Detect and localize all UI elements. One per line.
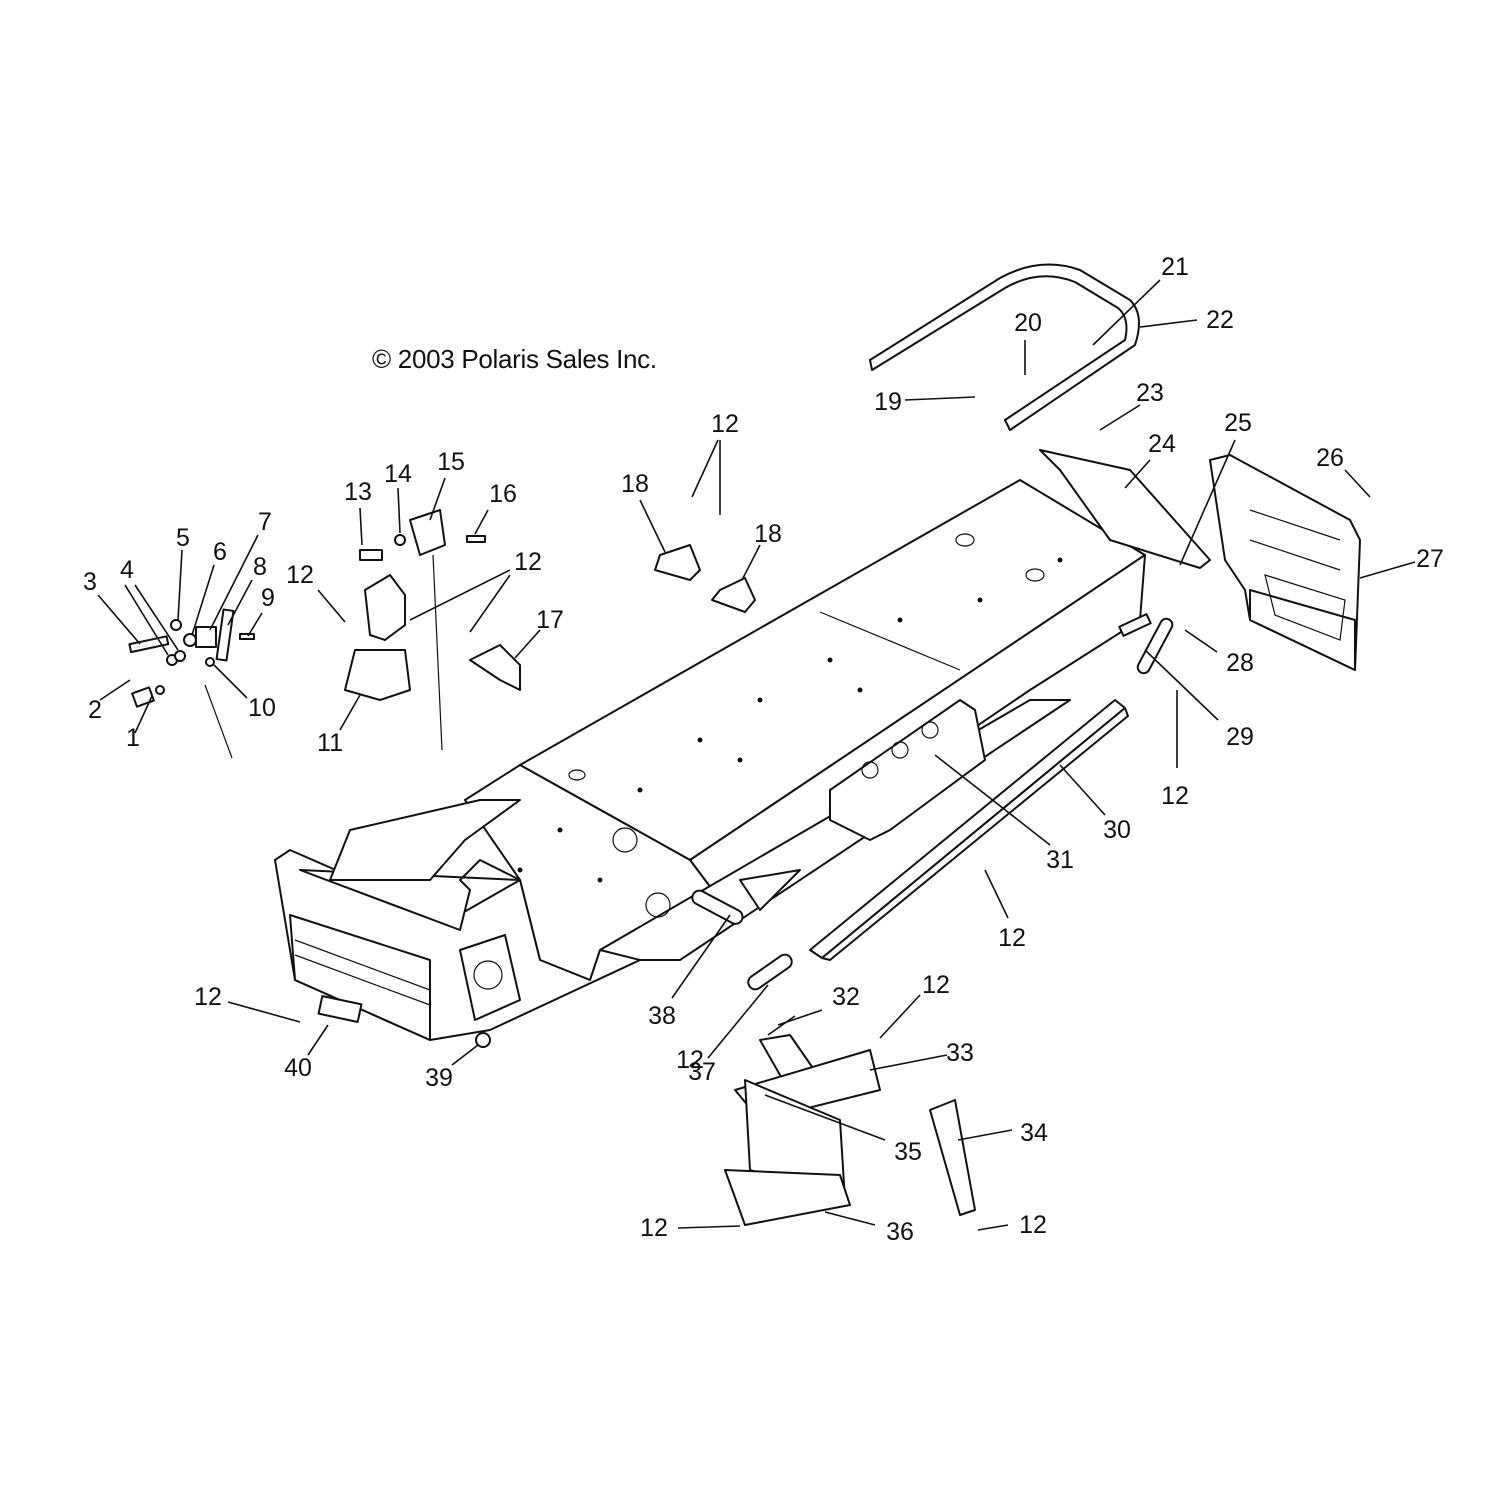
callout-label: 12: [514, 548, 542, 576]
callout-label: 25: [1224, 409, 1252, 437]
callout-label: 37: [688, 1058, 716, 1086]
callout-label: 40: [284, 1054, 312, 1082]
side-bracket-31: [829, 699, 986, 841]
callout-label: 39: [425, 1064, 453, 1092]
callout-label: 12: [194, 983, 222, 1011]
callout-label: 16: [489, 480, 517, 508]
snow-flap-24: [1039, 449, 1211, 569]
callout-label: 12: [711, 410, 739, 438]
callout-label: 30: [1103, 816, 1131, 844]
callout-label: 26: [1316, 444, 1344, 472]
callout-label: 38: [648, 1002, 676, 1030]
rear-bumper: [869, 263, 1140, 431]
callout-label: 15: [437, 448, 465, 476]
callout-label: 2: [88, 696, 102, 724]
callout-label: 5: [176, 524, 190, 552]
copyright-notice: © 2003 Polaris Sales Inc.: [372, 344, 657, 374]
callout-label: 12: [640, 1214, 668, 1242]
callout-label: 18: [621, 470, 649, 498]
callout-label: 31: [1046, 846, 1074, 874]
callout-label: 27: [1416, 545, 1444, 573]
callout-label: 12: [676, 1046, 704, 1074]
callouts: 1 2 3 4 5 6 7 8 9 10 11 12: [83, 253, 1444, 1246]
callout-label: 12: [1161, 782, 1189, 810]
callout-label: 24: [1148, 430, 1176, 458]
callout-label: 19: [874, 388, 902, 416]
callout-label: 12: [922, 971, 950, 999]
callout-label: 32: [832, 983, 860, 1011]
callout-label: 7: [258, 508, 272, 536]
callout-label: 21: [1161, 253, 1189, 281]
callout-label: 29: [1226, 723, 1254, 751]
small-hardware: [128, 509, 1174, 1226]
callout-label: 35: [894, 1138, 922, 1166]
callout-label: 12: [998, 924, 1026, 952]
callout-label: 9: [261, 584, 275, 612]
callout-label: 4: [120, 556, 134, 584]
callout-label: 11: [317, 729, 343, 757]
callout-label: 20: [1014, 309, 1042, 337]
callout-label: 12: [286, 561, 314, 589]
callout-label: 6: [213, 538, 227, 566]
chassis-tunnel: [274, 479, 1146, 1041]
callout-label: 8: [253, 553, 267, 581]
callout-label: 34: [1020, 1119, 1048, 1147]
callout-label: 33: [946, 1039, 974, 1067]
callout-label: 13: [344, 478, 372, 506]
rear-flap: [1209, 454, 1361, 671]
callout-label: 1: [126, 724, 140, 752]
callout-label: 18: [754, 520, 782, 548]
callout-label: 3: [83, 568, 97, 596]
callout-label: 10: [248, 694, 276, 722]
callout-label: 22: [1206, 306, 1234, 334]
callout-label: 12: [1019, 1211, 1047, 1239]
callout-label: 28: [1226, 649, 1254, 677]
callout-label: 23: [1136, 379, 1164, 407]
slide-rail: [809, 699, 1129, 961]
callout-label: 14: [384, 460, 412, 488]
callout-label: 17: [536, 606, 564, 634]
callout-label: 36: [886, 1218, 914, 1246]
